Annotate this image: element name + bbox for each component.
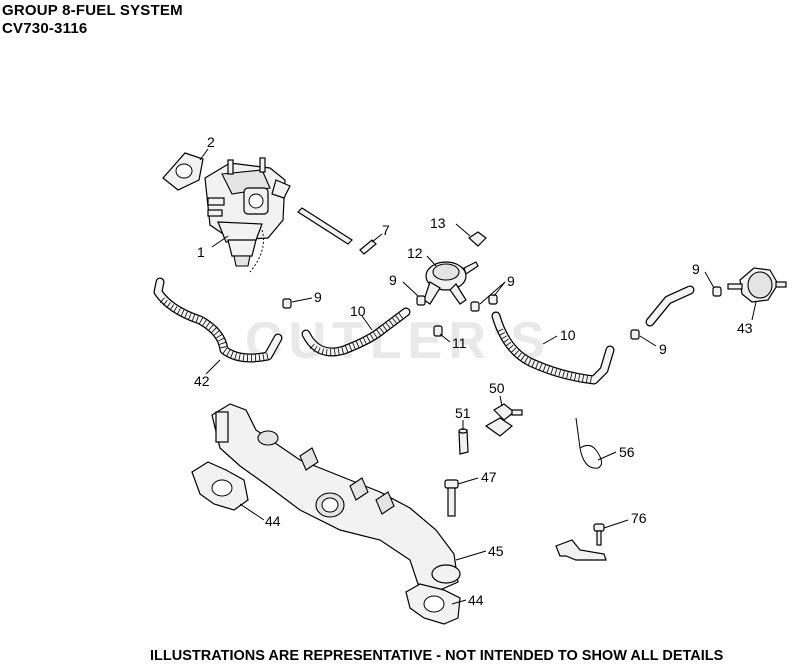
- leader-76: [603, 519, 629, 529]
- leader-47: [457, 477, 479, 485]
- part-7-clip[interactable]: [359, 239, 377, 255]
- part-10-fuel-hose-left[interactable]: [301, 307, 411, 357]
- leader-10b: [542, 335, 558, 345]
- part-9-hose-clamp-e[interactable]: [630, 329, 640, 340]
- leader-42: [205, 359, 221, 375]
- part-44-manifold-gasket-right[interactable]: [405, 583, 461, 625]
- callout-44a: 44: [265, 513, 281, 529]
- callout-7: 7: [382, 222, 390, 238]
- leader-45: [455, 550, 487, 561]
- carburetor-stud-rod: [297, 207, 353, 245]
- leader-1: [211, 235, 229, 248]
- part-45-intake-manifold[interactable]: [211, 403, 461, 591]
- callout-51: 51: [455, 405, 471, 421]
- leader-9e: [639, 335, 657, 347]
- callout-9b: 9: [389, 272, 397, 288]
- leader-7: [371, 233, 383, 243]
- callout-10a: 10: [350, 303, 366, 319]
- callout-9e: 9: [659, 341, 667, 357]
- leader-9d: [704, 271, 715, 289]
- callout-44b: 44: [468, 592, 484, 608]
- callout-2: 2: [207, 134, 215, 150]
- callout-47: 47: [481, 469, 497, 485]
- callout-76: 76: [631, 510, 647, 526]
- disclaimer-footer: ILLUSTRATIONS ARE REPRESENTATIVE - NOT I…: [150, 648, 724, 664]
- callout-1: 1: [197, 244, 205, 260]
- callout-9c: 9: [507, 273, 515, 289]
- diagram-title: GROUP 8-FUEL SYSTEM: [2, 2, 183, 19]
- part-9-hose-clamp-a[interactable]: [282, 298, 292, 309]
- callout-43: 43: [737, 320, 753, 336]
- leader-50: [499, 395, 503, 407]
- part-9-hose-clamp-c[interactable]: [470, 294, 498, 312]
- callout-13: 13: [430, 215, 446, 231]
- part-43-fuel-filter[interactable]: [727, 267, 787, 303]
- part-47-screw[interactable]: [444, 479, 459, 517]
- part-1-carburetor[interactable]: [204, 157, 291, 273]
- callout-10b: 10: [560, 327, 576, 343]
- part-9-hose-clamp-b[interactable]: [416, 295, 426, 306]
- part-44-manifold-gasket-left[interactable]: [191, 461, 249, 511]
- callout-11: 11: [452, 335, 467, 351]
- leader-13: [455, 223, 471, 237]
- callout-42: 42: [194, 373, 210, 389]
- callout-56: 56: [619, 444, 635, 460]
- callout-12: 12: [407, 245, 423, 261]
- leader-43: [751, 301, 757, 321]
- part-76-clamp-bracket[interactable]: [555, 523, 607, 561]
- leader-44b: [451, 599, 467, 605]
- callout-45: 45: [488, 543, 504, 559]
- callout-9d: 9: [692, 261, 700, 277]
- part-11-fitting[interactable]: [433, 325, 443, 337]
- leader-12: [426, 255, 437, 267]
- model-number: CV730-3116: [2, 20, 88, 37]
- leader-11: [439, 333, 451, 343]
- part-10-fuel-hose-right[interactable]: [491, 311, 615, 385]
- callout-50: 50: [489, 380, 505, 396]
- leader-44a: [239, 503, 265, 521]
- part-51-fitting-tube[interactable]: [458, 428, 469, 455]
- leader-56: [597, 451, 617, 461]
- part-50-fuel-fitting[interactable]: [484, 403, 523, 437]
- leader-10a: [361, 315, 373, 331]
- leader-9c: [479, 281, 506, 305]
- part-12-fuel-pump[interactable]: [423, 261, 479, 305]
- leader-9b: [402, 281, 419, 297]
- callout-9a: 9: [314, 289, 322, 305]
- leader-2: [199, 148, 209, 161]
- leader-9a: [291, 297, 313, 303]
- part-42-fuel-line[interactable]: [153, 277, 283, 363]
- part-9-hose-clamp-d[interactable]: [712, 286, 722, 297]
- part-2-carburetor-gasket[interactable]: [162, 152, 204, 191]
- part-13-fitting[interactable]: [468, 231, 487, 247]
- part-56-cable-tie[interactable]: [575, 417, 602, 469]
- fuel-hose-short: [645, 285, 695, 327]
